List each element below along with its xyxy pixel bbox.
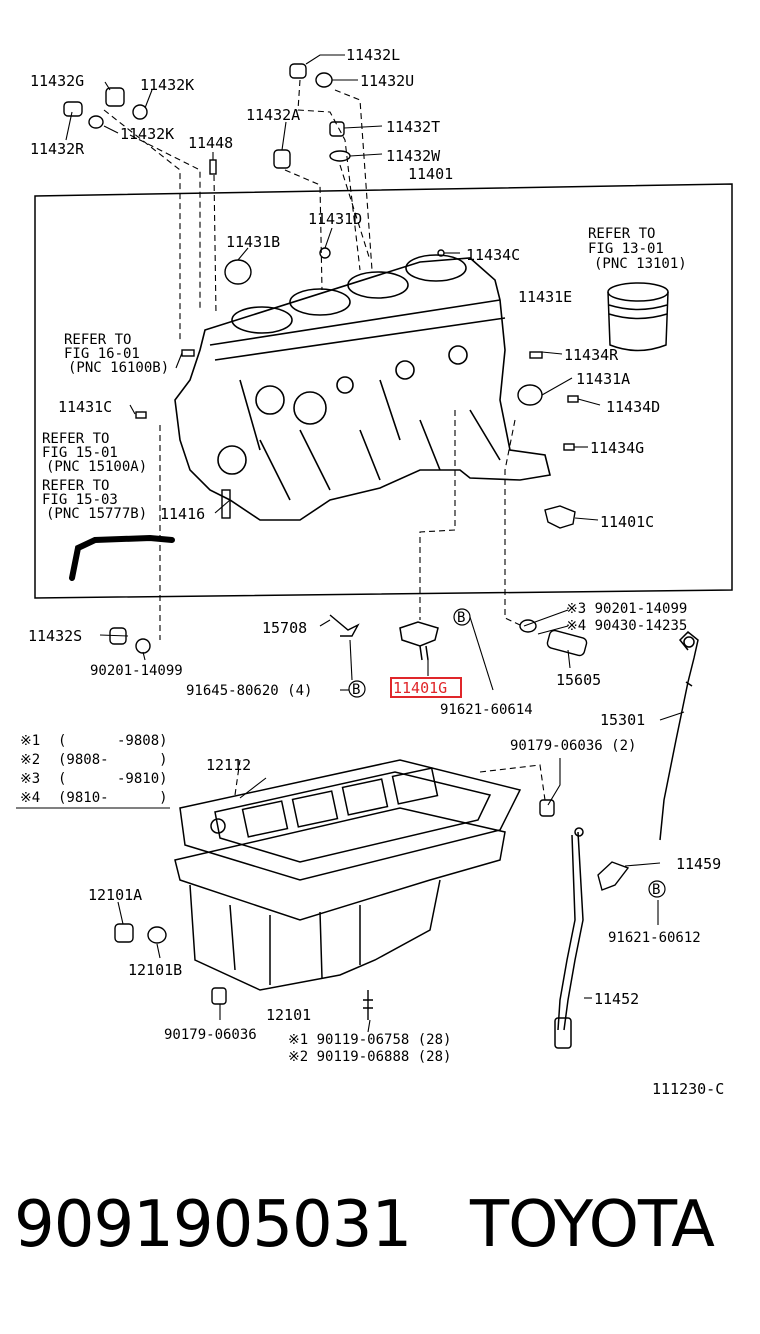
label-15605: 15605: [556, 671, 601, 689]
label-11434C: 11434C: [466, 246, 520, 264]
leader-lines: [65, 54, 685, 1033]
label-11432G: 11432G: [30, 72, 84, 90]
label-11434R: 11434R: [564, 346, 619, 364]
ref-13-line1: REFER TO: [588, 226, 655, 242]
label-91621-60614: 91621-60614: [440, 702, 533, 718]
legend-range-4: (9810- ): [58, 790, 168, 806]
ref-13-line3: (PNC 13101): [594, 256, 687, 272]
b-marker-3: [648, 880, 666, 898]
legend-mark-3: ※3: [20, 771, 40, 787]
ref-1503-line2: FIG 15-03: [42, 492, 118, 508]
ref-1501-line2: FIG 15-01: [42, 445, 118, 461]
label-91621-60612: 91621-60612: [608, 930, 701, 946]
label-90430: ※4 90430-14235: [566, 618, 687, 634]
ref-16-line1: REFER TO: [64, 332, 131, 348]
ref-1501-line1: REFER TO: [42, 431, 109, 447]
ref-13-line2: FIG 13-01: [588, 241, 664, 257]
label-11432S: 11432S: [28, 627, 82, 645]
label-11452: 11452: [594, 990, 639, 1008]
label-90201-left: 90201-14099: [90, 663, 183, 679]
ref-1503-line3: (PNC 15777B): [46, 506, 147, 522]
label-11432R: 11432R: [30, 140, 85, 158]
label-11401: 11401: [408, 165, 453, 183]
oil-pan: [174, 807, 506, 991]
label-11434D: 11434D: [606, 398, 660, 416]
legend: ※1 ( -9808) ※2 (9808- ) ※3 ( -9810) ※4 (…: [16, 733, 170, 809]
b-marker-1-label: B: [457, 610, 465, 626]
label-12112: 12112: [206, 756, 251, 774]
label-11401G: 11401G: [393, 679, 447, 697]
label-11459: 11459: [676, 855, 721, 873]
label-90201-right: ※3 90201-14099: [566, 601, 687, 617]
label-11432K-top: 11432K: [140, 76, 194, 94]
legend-range-1: ( -9808): [58, 733, 168, 749]
label-11434G: 11434G: [590, 439, 644, 457]
engine-block-frame: [34, 183, 733, 599]
dipstick-guide: [554, 827, 584, 1049]
label-11448: 11448: [188, 134, 233, 152]
label-11432U: 11432U: [360, 72, 414, 90]
label-90119-2: ※2 90119-06888 (28): [288, 1049, 451, 1065]
ref-1503-line1: REFER TO: [42, 478, 109, 494]
label-11401C: 11401C: [600, 513, 654, 531]
dashed-leaders: [103, 79, 546, 801]
label-91645: 91645-80620 (4): [186, 683, 312, 699]
label-15708: 15708: [262, 619, 307, 637]
oil-level-sensor-drawing: [399, 621, 439, 661]
label-11431B: 11431B: [226, 233, 280, 251]
label-11432A: 11432A: [246, 106, 300, 124]
oil-dipstick: [659, 630, 699, 841]
footer-brand: TOYOTA: [470, 1188, 715, 1262]
label-11431D: 11431D: [308, 210, 362, 228]
label-12101B: 12101B: [128, 961, 182, 979]
b-marker-3-label: B: [652, 882, 660, 898]
legend-mark-4: ※4: [20, 790, 40, 806]
label-11431E: 11431E: [518, 288, 572, 306]
b-marker-2: [348, 680, 366, 698]
label-11416: 11416: [160, 505, 205, 523]
label-11432L: 11432L: [346, 46, 400, 64]
label-15301: 15301: [600, 711, 645, 729]
cylinder-block: [174, 254, 551, 521]
label-11432K-mid: 11432K: [120, 125, 174, 143]
legend-mark-2: ※2: [20, 752, 40, 768]
legend-range-2: (9808- ): [58, 752, 168, 768]
figure-code: 111230-C: [652, 1080, 724, 1098]
legend-mark-1: ※1: [20, 733, 40, 749]
footer-part-number: 9091905031: [14, 1188, 412, 1262]
ref-16-line3: (PNC 16100B): [68, 360, 169, 376]
label-90179-2: 90179-06036 (2): [510, 738, 636, 754]
label-90179: 90179-06036: [164, 1027, 257, 1043]
ref-1501-line3: (PNC 15100A): [46, 459, 147, 475]
b-marker-1: [453, 608, 471, 626]
highlight-box-11401G: [390, 677, 462, 698]
ref-16-line2: FIG 16-01: [64, 346, 140, 362]
piston-drawing: [607, 282, 669, 352]
label-11431C: 11431C: [58, 398, 112, 416]
label-12101: 12101: [266, 1006, 311, 1024]
legend-range-3: ( -9810): [58, 771, 168, 787]
oil-pan-gasket: [179, 759, 522, 881]
hardware-parts: [63, 63, 630, 1020]
label-11432T: 11432T: [386, 118, 440, 136]
label-11431A: 11431A: [576, 370, 630, 388]
label-90119-1: ※1 90119-06758 (28): [288, 1032, 451, 1048]
b-markers: [348, 608, 666, 898]
label-12101A: 12101A: [88, 886, 142, 904]
b-marker-2-label: B: [352, 682, 360, 698]
label-11432W: 11432W: [386, 147, 441, 165]
